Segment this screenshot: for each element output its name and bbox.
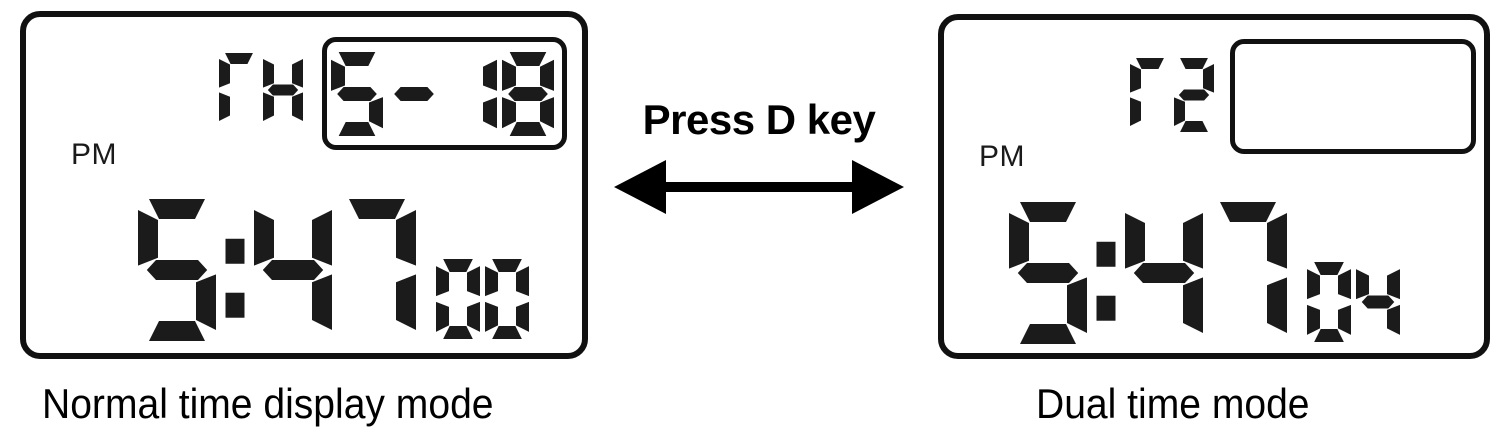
pm-indicator: PM — [71, 138, 117, 171]
segment-glyph-0 — [436, 259, 480, 339]
segment-glyph-colon — [222, 199, 248, 341]
day-of-week-label — [219, 53, 307, 127]
segment-glyph-1 — [445, 52, 497, 136]
segment-glyph-5 — [1009, 202, 1087, 344]
segment-glyph-4 — [1125, 202, 1203, 344]
date-window-empty — [1230, 39, 1476, 154]
time-readout — [138, 199, 534, 341]
pm-indicator: PM — [979, 140, 1025, 173]
date-value — [330, 51, 559, 136]
segment-glyph-4 — [254, 199, 332, 341]
time-readout — [1009, 202, 1405, 344]
date-window — [322, 37, 567, 150]
caption-normal-time-mode: Normal time display mode — [42, 380, 494, 427]
dual-time-label — [1130, 58, 1218, 132]
segment-glyph-7 — [338, 199, 416, 341]
caption-dual-time-mode: Dual time mode — [1036, 380, 1310, 427]
press-key-instruction: Press D key — [642, 96, 876, 143]
segment-glyph-dash — [388, 52, 440, 136]
time-seconds — [1307, 262, 1405, 342]
mode-transition-indicator: Press D key — [604, 96, 914, 216]
segment-glyph-0 — [1307, 262, 1351, 342]
segment-glyph-2 — [1174, 58, 1214, 132]
segment-glyph-colon — [1093, 202, 1119, 344]
double-headed-arrow-icon — [614, 160, 904, 214]
lcd-panel-dual-time: PM — [938, 14, 1490, 359]
segment-glyph-0 — [485, 259, 529, 339]
segment-glyph-7 — [1209, 202, 1287, 344]
segment-glyph-5 — [330, 51, 383, 136]
segment-glyph-4 — [1356, 262, 1400, 342]
time-seconds — [436, 259, 534, 339]
time-main — [138, 199, 422, 341]
segment-glyph-8 — [501, 51, 554, 136]
segment-glyph-T — [219, 53, 259, 127]
segment-glyph-T — [1130, 58, 1170, 132]
lcd-panel-normal-time: PM — [20, 11, 588, 359]
segment-glyph-5 — [138, 199, 216, 341]
segment-glyph-H — [263, 53, 303, 127]
time-main — [1009, 202, 1293, 344]
